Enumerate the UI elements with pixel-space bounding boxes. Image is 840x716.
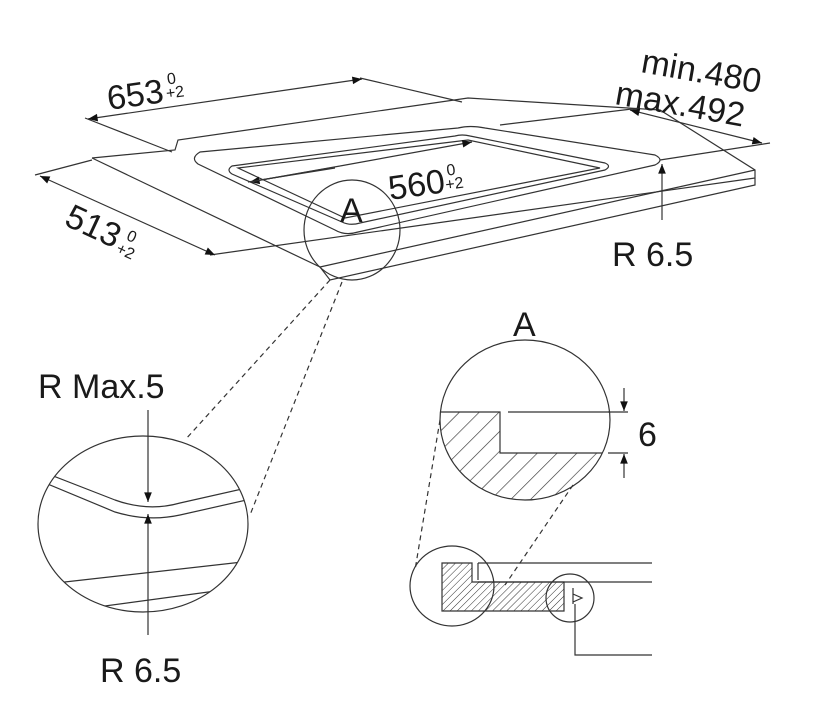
radius-top-label: R 6.5 bbox=[612, 236, 693, 274]
dim-653-tol-upper: 0 bbox=[166, 70, 177, 88]
radius-bottom-label: R 6.5 bbox=[100, 652, 181, 690]
radius-callout-top: R 6.5 bbox=[612, 164, 693, 274]
dimension-513: 513 0 +2 bbox=[34, 159, 216, 264]
dimension-653: 653 0 +2 bbox=[84, 70, 463, 153]
dim-653-label: 653 bbox=[105, 72, 166, 118]
countertop-cross-section bbox=[409, 545, 652, 656]
detail-a-section: A 6 bbox=[414, 306, 657, 586]
detail-title: A bbox=[513, 306, 536, 344]
dim-560-tol-lower: +2 bbox=[444, 175, 465, 194]
step-height-label: 6 bbox=[638, 416, 657, 454]
dim-560-tol-upper: 0 bbox=[445, 162, 456, 180]
hob-cutout bbox=[193, 125, 661, 235]
dim-653-tol-lower: +2 bbox=[165, 83, 186, 102]
dim-513-tol-lower: +2 bbox=[113, 240, 137, 263]
dimension-depth: min.480 max.492 bbox=[499, 42, 771, 161]
dimension-560: 560 0 +2 bbox=[247, 139, 473, 208]
dim-560-label: 560 bbox=[386, 162, 447, 208]
corner-radius-detail: R Max.5 R 6.5 bbox=[37, 368, 249, 690]
detail-marker-a: A bbox=[184, 179, 401, 516]
detail-marker-label: A bbox=[340, 192, 363, 230]
radius-max-label: R Max.5 bbox=[38, 368, 165, 406]
